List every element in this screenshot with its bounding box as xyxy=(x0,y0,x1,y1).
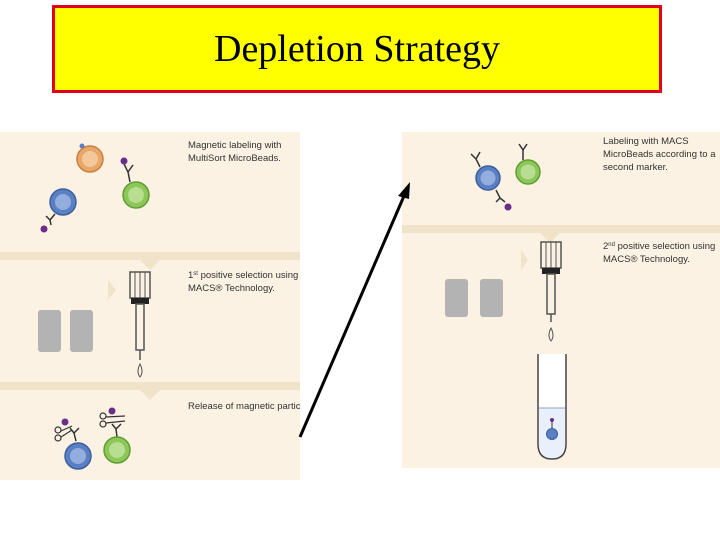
slide-title: Depletion Strategy xyxy=(214,28,500,70)
antibody-bead-icon xyxy=(120,157,134,183)
left-step3-line1: Release of magnetic particles. xyxy=(188,401,300,412)
separation-column-icon xyxy=(129,271,151,360)
left-divider-1 xyxy=(0,252,300,270)
right-step1-line1: Labeling with MACS xyxy=(603,136,689,147)
flow-arrow-icon xyxy=(521,250,528,270)
droplet-icon xyxy=(137,362,143,378)
scissors-icon xyxy=(54,418,73,442)
antibody-bead-icon xyxy=(40,213,56,233)
right-step2-line1: 2nd positive selection using xyxy=(603,241,715,252)
blue-cell-icon xyxy=(475,165,501,191)
green-cell-icon xyxy=(515,159,541,185)
blue-cell-icon xyxy=(49,188,77,216)
left-step2-line1: 1st positive selection using xyxy=(188,270,298,281)
left-panel: Magnetic labeling with MultiSort MicroBe… xyxy=(0,132,300,480)
right-step1-line3: second marker. xyxy=(603,162,668,173)
droplet-icon xyxy=(548,326,554,342)
magnet-icon xyxy=(445,279,468,317)
blue-cell-icon xyxy=(64,442,92,470)
magnet-icon xyxy=(38,310,61,352)
blue-cell-icon xyxy=(546,418,558,440)
magnet-icon xyxy=(70,310,93,352)
flow-arrow-icon xyxy=(108,280,116,300)
separation-column-icon xyxy=(540,241,562,322)
right-panel: Labeling with MACS MicroBeads according … xyxy=(402,132,720,468)
antibody-icon xyxy=(518,143,528,160)
green-cell-icon xyxy=(103,436,131,464)
orange-cell-icon xyxy=(76,143,104,173)
left-step1-line2: MultiSort MicroBeads. xyxy=(188,153,281,164)
left-divider-2 xyxy=(0,382,300,400)
left-step1-line1: Magnetic labeling with xyxy=(188,140,281,151)
right-step1-line2: MicroBeads according to a xyxy=(603,149,716,160)
connector-arrow-line xyxy=(298,195,406,438)
antibody-icon xyxy=(470,151,481,168)
arrowhead-icon xyxy=(398,182,410,199)
scissors-icon xyxy=(99,407,126,428)
title-box: Depletion Strategy xyxy=(52,5,662,93)
antibody-bead-icon xyxy=(495,189,512,211)
green-cell-icon xyxy=(122,181,150,209)
antibody-icon xyxy=(69,427,80,442)
antibody-icon xyxy=(111,423,122,438)
magnet-icon xyxy=(480,279,503,317)
left-step2-line2: MACS® Technology. xyxy=(188,283,275,294)
right-divider-1 xyxy=(402,225,720,243)
left-panel-background xyxy=(0,132,300,480)
right-step2-line2: MACS® Technology. xyxy=(603,254,690,265)
